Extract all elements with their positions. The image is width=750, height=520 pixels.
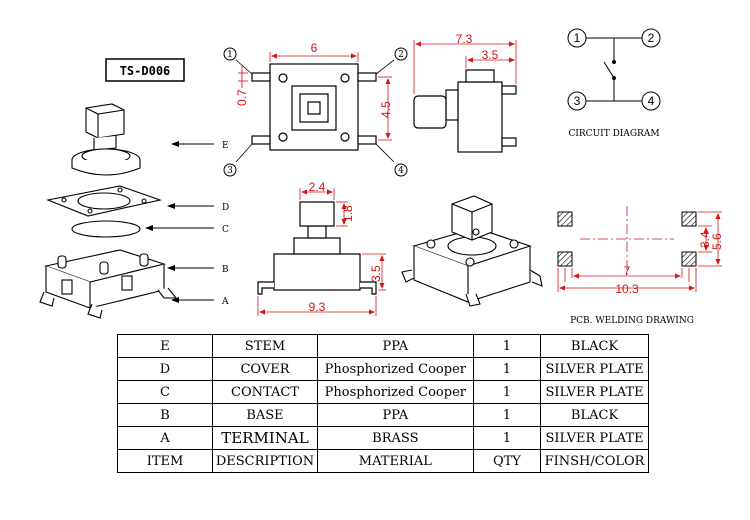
item-cell: C [116,380,214,404]
contact-part [71,220,141,238]
circuit-caption: CIRCUIT DIAGRAM [568,129,659,139]
top-view-dims [235,52,395,163]
header-qty: QTY [472,449,542,473]
top-pin-1: 1 [227,50,233,60]
exploded-view [39,103,178,319]
table-row: E STEM PPA 1 BLACK [116,334,649,358]
table-row: D COVER Phosphorized Cooper 1 SILVER PLA… [116,357,649,381]
dim-pcb-h2: 5.6 [710,233,724,250]
base-part [44,249,167,309]
cover-part [46,185,163,217]
pcb-drawing [557,206,722,292]
table-row: B BASE PPA 1 BLACK [116,403,649,427]
technical-drawing: TS-D006 [39,28,724,326]
isometric-view [401,195,543,307]
description-cell: STEM [212,334,318,358]
circuit-diagram [567,28,661,111]
header-finish: FINSH/COLOR [540,449,649,473]
circuit-pin-4: 4 [648,94,655,108]
circuit-pin-2: 2 [648,31,655,45]
stem-part [71,103,141,176]
dim-top-height: 4.5 [379,101,393,118]
finish-cell: SILVER PLATE [540,380,649,404]
item-cell: D [116,357,214,381]
dim-pcb-outer: 10.3 [615,282,639,296]
item-cell: A [116,426,214,450]
top-view [251,63,377,151]
qty-cell: 1 [472,334,542,358]
material-cell: Phosphorized Cooper [316,380,474,404]
top-pin-2: 2 [398,50,404,60]
pcb-caption: PCB. WELDING DRAWING [570,316,694,326]
dim-side-depth: 3.5 [482,48,499,62]
bom-table: E STEM PPA 1 BLACK D COVER Phosphorized … [116,334,649,473]
qty-cell: 1 [472,380,542,404]
dim-stem-width: 2.4 [309,180,326,194]
dim-body-height: 3.5 [369,265,383,282]
header-item: ITEM [116,449,214,473]
description-cell: CONTACT [212,380,318,404]
circuit-pin-1: 1 [574,31,581,45]
front-view [257,201,377,295]
dim-top-width: 6 [311,41,318,55]
top-view-pin-markers [223,47,408,177]
material-cell: PPA [316,334,474,358]
dim-pcb-h1: 3.4 [698,231,712,248]
description-cell: COVER [212,357,318,381]
table-row: C CONTACT Phosphorized Cooper 1 SILVER P… [116,380,649,404]
top-pin-3: 3 [227,166,233,176]
terminal-part [39,287,178,319]
finish-cell: SILVER PLATE [540,357,649,381]
dim-stem-height: 1.8 [341,205,355,222]
part-number: TS-D006 [120,64,171,78]
table-row: A TERMINAL BRASS 1 SILVER PLATE [116,426,649,450]
label-c: C [222,225,229,235]
dim-side-length: 7.3 [456,32,473,46]
label-a: A [221,297,229,307]
label-d: D [222,203,229,213]
qty-cell: 1 [472,403,542,427]
description-cell: BASE [212,403,318,427]
material-cell: PPA [316,403,474,427]
finish-cell: BLACK [540,334,649,358]
material-cell: BRASS [316,426,474,450]
finish-cell: SILVER PLATE [540,426,649,450]
top-pin-4: 4 [398,166,404,176]
description-cell: TERMINAL [212,426,318,450]
header-description: DESCRIPTION [212,449,318,473]
label-b: B [222,265,229,275]
exploded-labels [145,141,214,303]
front-view-dims [257,188,386,316]
qty-cell: 1 [472,357,542,381]
dim-top-pin-offset: 0.7 [235,89,249,106]
label-e: E [222,141,229,151]
table-header-row: ITEM DESCRIPTION MATERIAL QTY FINSH/COLO… [116,449,649,473]
side-view [413,69,517,153]
qty-cell: 1 [472,426,542,450]
header-material: MATERIAL [316,449,474,473]
circuit-pin-3: 3 [574,94,581,108]
side-view-dims [413,40,517,94]
dim-pcb-inner: 7 [624,264,631,278]
dim-total-width: 9.3 [309,300,326,314]
part-number-box: TS-D006 [105,58,185,82]
item-cell: B [116,403,214,427]
material-cell: Phosphorized Cooper [316,357,474,381]
finish-cell: BLACK [540,403,649,427]
item-cell: E [116,334,214,358]
